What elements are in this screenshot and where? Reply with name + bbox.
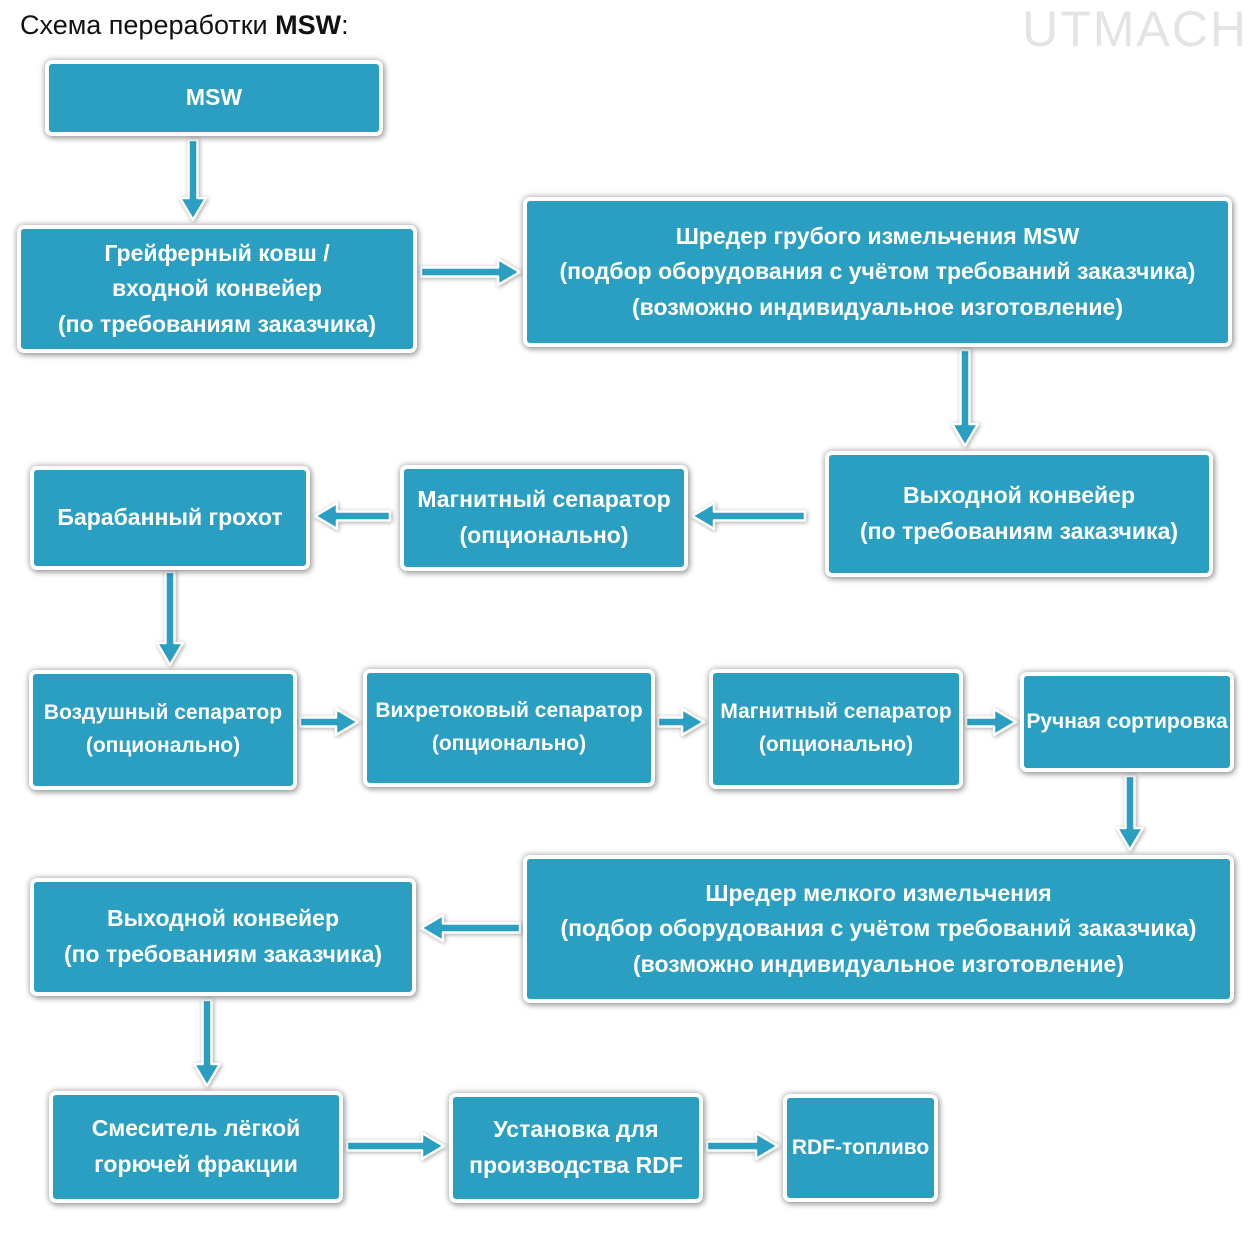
arrow-air-separator-to-eddy-current [298, 707, 360, 737]
node-eddy-current-separator-label: Вихретоковый сепаратор (опционально) [369, 695, 648, 760]
node-drum-screen: Барабанный грохот [30, 466, 310, 570]
label-line: (возможно индивидуальное изготовление) [631, 293, 1123, 320]
node-coarse-shredder: Шредер грубого измельчения MSW (подбор об… [523, 197, 1232, 347]
node-output-conveyor-2: Выходной конвейер (по требованиям заказчи… [30, 878, 416, 996]
node-coarse-shredder-label: Шредер грубого измельчения MSW (подбор об… [554, 219, 1202, 326]
node-grab-bucket: Грейферный ковш / входной конвейер (по тре… [17, 225, 417, 353]
label-line: производства RDF [469, 1152, 683, 1178]
label-line: входной конвейер [112, 275, 322, 302]
label-line: (опционально) [431, 732, 587, 755]
arrow-magnetic-separator-to-drum-screen [313, 501, 392, 531]
node-air-separator-label: Воздушный сепаратор (опционально) [38, 697, 288, 762]
arrow-msw-to-grab-bucket [178, 138, 208, 222]
node-output-conveyor-1: Выходной конвейер (по требованиям заказчи… [825, 451, 1213, 577]
arrow-fine-shredder-to-output-conveyor [419, 913, 522, 943]
page-title: Схема переработки MSW: [20, 10, 349, 40]
label-line: (по требованиям заказчика) [859, 518, 1179, 544]
label-line: Магнитный сепаратор [417, 486, 671, 513]
label-line: Шредер мелкого измельчения [705, 879, 1052, 906]
arrow-eddy-current-to-magnetic-separator [656, 707, 706, 737]
label-line: Смеситель лёгкой [91, 1115, 301, 1142]
node-msw-label: MSW [180, 80, 248, 116]
node-fine-shredder: Шредер мелкого измельчения (подбор оборуд… [523, 855, 1234, 1003]
label-line: (опционально) [85, 734, 241, 757]
node-output-conveyor-1-label: Выходной конвейер (по требованиям заказчи… [854, 478, 1184, 549]
label-line: Выходной конвейер [902, 482, 1136, 509]
label-line: (подбор оборудования с учётом требований… [559, 258, 1196, 285]
label-line: Вихретоковый сепаратор [375, 699, 643, 723]
node-rdf-fuel: RDF-топливо [783, 1094, 938, 1202]
node-mixer: Смеситель лёгкой горючей фракции [49, 1091, 343, 1203]
node-output-conveyor-2-label: Выходной конвейер (по требованиям заказчи… [58, 901, 388, 972]
arrow-mixer-to-rdf-plant [345, 1131, 446, 1161]
label-line: Выходной конвейер [106, 905, 340, 932]
node-grab-bucket-label: Грейферный ковш / входной конвейер (по тре… [52, 236, 382, 343]
node-drum-screen-label: Барабанный грохот [51, 500, 288, 536]
node-air-separator: Воздушный сепаратор (опционально) [29, 670, 297, 790]
node-fine-shredder-label: Шредер мелкого измельчения (подбор оборуд… [555, 876, 1203, 983]
arrow-manual-sorting-to-fine-shredder [1115, 774, 1145, 852]
label-line: RDF-топливо [791, 1135, 930, 1159]
label-line: (подбор оборудования с учётом требований… [560, 915, 1197, 942]
label-line: Грейферный ковш / [104, 239, 330, 266]
arrow-rdf-plant-to-rdf-fuel [705, 1131, 780, 1161]
node-rdf-plant-label: Установка для производства RDF [463, 1112, 689, 1183]
label-line: Барабанный грохот [57, 504, 283, 531]
label-line: горючей фракции [94, 1151, 298, 1177]
node-manual-sorting-label: Ручная сортировка [1020, 706, 1233, 739]
node-manual-sorting: Ручная сортировка [1020, 672, 1234, 772]
label-line: (по требованиям заказчика) [63, 941, 383, 967]
label-line: Ручная сортировка [1026, 709, 1228, 733]
label-line: Установка для [493, 1116, 659, 1143]
label-line: Воздушный сепаратор [43, 701, 283, 725]
node-magnetic-separator-2-label: Магнитный сепаратор (опционально) [714, 696, 957, 761]
label-line: (опционально) [459, 522, 629, 548]
watermark-logo: UTMACH [1022, 1, 1248, 57]
arrow-grab-bucket-to-coarse-shredder [419, 257, 522, 287]
arrow-output-conveyor-to-magnetic-separator [690, 501, 807, 531]
label-line: (возможно индивидуальное изготовление) [632, 950, 1124, 977]
arrow-drum-screen-to-air-separator [155, 570, 185, 667]
label-line: Шредер грубого измельчения MSW [675, 222, 1080, 249]
node-rdf-fuel-label: RDF-топливо [786, 1132, 935, 1165]
label-line: Магнитный сепаратор [720, 700, 952, 724]
label-line: (по требованиям заказчика) [57, 310, 377, 337]
node-eddy-current-separator: Вихретоковый сепаратор (опционально) [363, 669, 655, 787]
node-rdf-plant: Установка для производства RDF [449, 1093, 703, 1203]
node-mixer-label: Смеситель лёгкой горючей фракции [86, 1111, 307, 1182]
node-msw: MSW [45, 60, 383, 136]
node-magnetic-separator-2: Магнитный сепаратор (опционально) [709, 669, 963, 789]
arrow-coarse-shredder-to-output-conveyor [950, 348, 980, 448]
label-line: (опционально) [758, 733, 914, 756]
arrow-magnetic-separator-to-manual-sorting [964, 707, 1018, 737]
arrow-output-conveyor-to-mixer [192, 998, 222, 1088]
node-magnetic-separator-1-label: Магнитный сепаратор (опционально) [411, 482, 676, 553]
node-magnetic-separator-1: Магнитный сепаратор (опционально) [400, 465, 688, 571]
label-line: MSW [185, 84, 243, 111]
